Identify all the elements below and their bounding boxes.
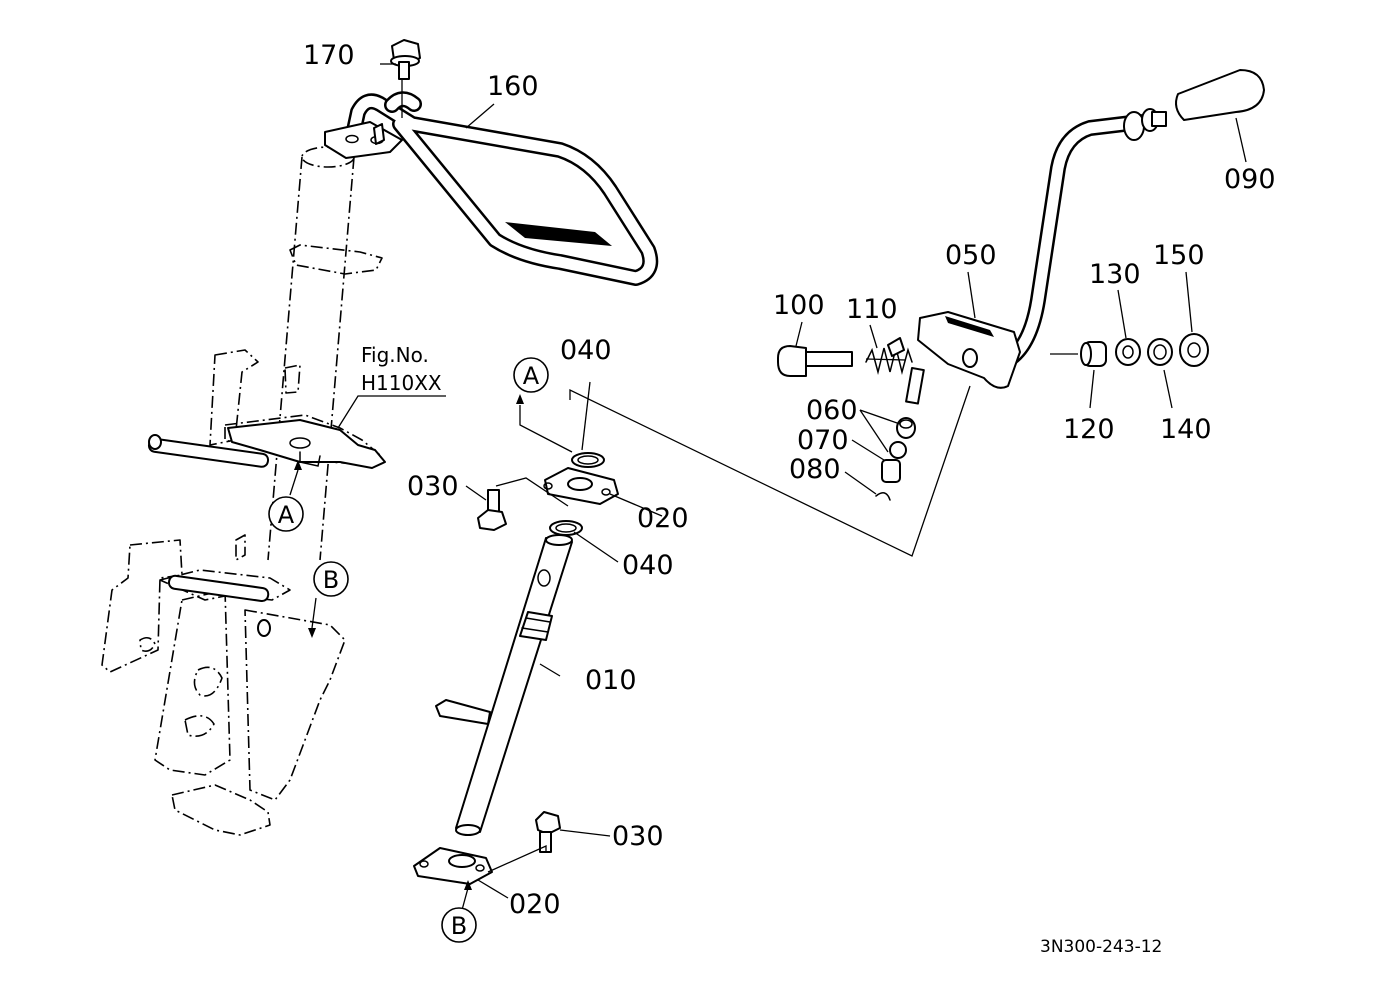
label-030-top: 030 <box>407 471 459 502</box>
part-lever-rod <box>996 108 1167 370</box>
label-080: 080 <box>789 454 841 485</box>
part-020-bottom-flange <box>413 847 493 885</box>
part-080-pin <box>875 492 891 501</box>
part-060-bushing <box>896 417 916 439</box>
label-010: 010 <box>585 665 637 696</box>
label-140: 140 <box>1160 414 1212 445</box>
part-140-spring-washer <box>1147 338 1173 366</box>
part-150-nut <box>1179 333 1209 367</box>
part-030-bottom-bolt <box>535 811 561 853</box>
label-120: 120 <box>1063 414 1115 445</box>
assembly-lines <box>289 63 1247 911</box>
svg-text:B: B <box>323 566 339 594</box>
part-040-bottom-snap-ring <box>549 520 583 536</box>
part-070-bushing <box>881 441 907 483</box>
label-100: 100 <box>773 290 825 321</box>
label-050: 050 <box>945 240 997 271</box>
label-020-bottom: 020 <box>509 889 561 920</box>
figure-reference: Fig.No. H110XX <box>361 343 442 395</box>
frame-pins <box>147 434 271 637</box>
part-120-collar <box>1080 341 1107 367</box>
part-130-washer <box>1115 338 1141 366</box>
part-050-lever-block <box>917 311 1021 389</box>
svg-text:A: A <box>523 362 540 390</box>
drawing-code: 3N300-243-12 <box>1040 937 1162 957</box>
callout-a-upper: A <box>513 357 549 393</box>
part-labels: 170 160 090 050 150 130 100 110 060 070 … <box>303 40 1276 920</box>
label-090: 090 <box>1224 164 1276 195</box>
part-040-top-snap-ring <box>571 452 605 468</box>
callout-b-upper: B <box>313 561 349 597</box>
label-030-bottom: 030 <box>612 821 664 852</box>
callout-b-lower: B <box>441 907 477 943</box>
part-020-top-flange <box>543 467 619 505</box>
column-frame <box>101 146 383 836</box>
callout-a-lower: A <box>268 496 304 532</box>
fig-bracket <box>227 419 386 469</box>
fig-ref-line2: H110XX <box>361 371 442 395</box>
svg-text:B: B <box>451 912 467 940</box>
part-pin-050 <box>905 366 925 405</box>
svg-text:A: A <box>278 501 295 529</box>
label-130: 130 <box>1089 259 1141 290</box>
fig-ref-line1: Fig.No. <box>361 343 429 367</box>
part-170-bolt <box>390 39 421 80</box>
label-020-top: 020 <box>637 503 689 534</box>
label-170: 170 <box>303 40 355 71</box>
label-110: 110 <box>846 294 898 325</box>
label-070: 070 <box>797 425 849 456</box>
part-160-handle-bar <box>324 91 659 286</box>
label-040-bottom: 040 <box>622 550 674 581</box>
label-060: 060 <box>806 395 858 426</box>
part-010-shaft <box>435 534 573 836</box>
label-040-top: 040 <box>560 335 612 366</box>
part-030-top-bolt <box>477 489 507 531</box>
part-110-spring <box>865 337 913 375</box>
label-150: 150 <box>1153 240 1205 271</box>
part-090-knob <box>1175 69 1265 121</box>
part-100-bolt <box>777 345 853 377</box>
label-160: 160 <box>487 71 539 102</box>
